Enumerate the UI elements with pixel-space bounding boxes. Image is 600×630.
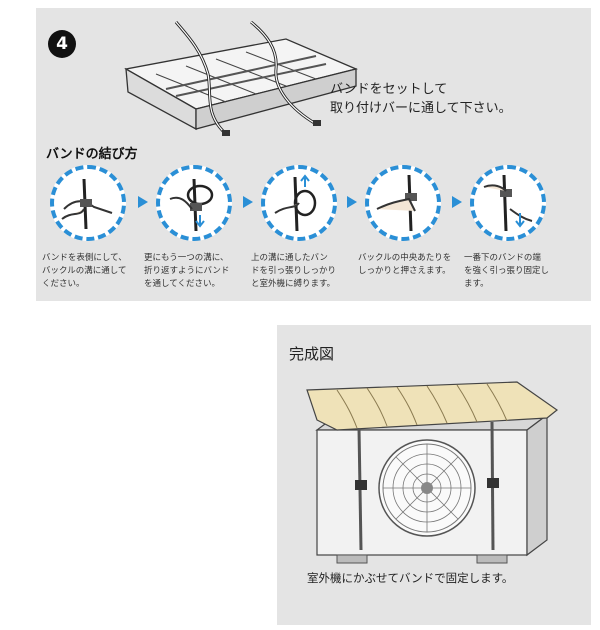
- step-arrow-2: [243, 196, 253, 208]
- tying-step-5-image: [470, 165, 546, 241]
- tying-step-2-caption: 更にもう一つの溝に、 折り返すようにバンド を通してください。: [144, 253, 230, 289]
- completed-unit-illustration: [306, 381, 559, 564]
- completion-panel: 完成図 室外機にかぶせてバンドで固定します。: [277, 325, 591, 625]
- tying-step-3-caption: 上の溝に通したバン ドを引っ張りしっかり と室外機に縛ります。: [251, 253, 337, 289]
- completion-title: 完成図: [289, 345, 335, 363]
- step-arrow-1: [138, 196, 148, 208]
- step-arrow-3: [347, 196, 357, 208]
- tying-step-5-caption: 一番下のバンドの端 を強く引っ張り固定し ます。: [464, 253, 550, 289]
- instruction-line-1: バンドをセットして: [330, 82, 448, 97]
- tying-step-1-caption: バンドを表側にして、 バックルの溝に通して ください。: [42, 253, 127, 289]
- instruction-text: バンドをセットして 取り付けバーに通して下さい。: [330, 80, 512, 118]
- step-number-badge: 4: [48, 30, 76, 58]
- band-tying-title: バンドの結び方: [46, 147, 138, 162]
- completion-caption: 室外機にかぶせてバンドで固定します。: [307, 571, 514, 585]
- step-arrow-4: [452, 196, 462, 208]
- installation-step-panel: 4 バンドをセットして 取り付けバーに通して下さい。 バンドの結び方: [36, 8, 591, 301]
- tying-step-1-image: [50, 165, 126, 241]
- tying-step-4-caption: バックルの中央あたりを しっかりと押さえます。: [358, 253, 452, 276]
- tying-step-4-image: [365, 165, 441, 241]
- mounting-tray-illustration: [124, 20, 359, 136]
- instruction-line-2: 取り付けバーに通して下さい。: [330, 101, 512, 116]
- tying-step-2-image: [156, 165, 232, 241]
- tying-step-3-image: [261, 165, 337, 241]
